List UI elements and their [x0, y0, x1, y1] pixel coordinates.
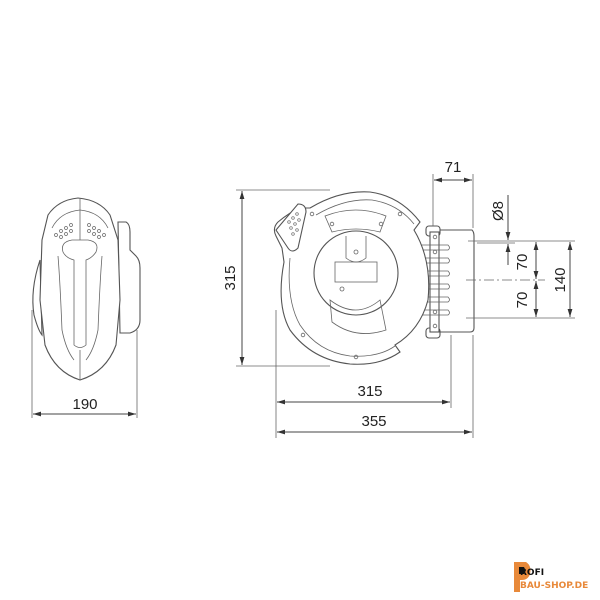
dim-hole-diameter: Ø8	[490, 201, 507, 221]
width-dimensions: 315 355	[275, 310, 474, 438]
bracket-depth-dimension: 71	[432, 159, 474, 228]
logo-line1: ROFI	[520, 568, 544, 578]
dim-315-height: 315	[222, 265, 239, 290]
front-view	[273, 191, 475, 365]
dim-70-upper: 70	[514, 254, 531, 271]
side-view	[32, 197, 141, 381]
side-width-dimension: 190	[31, 310, 138, 418]
dim-190: 190	[72, 396, 97, 413]
dim-140: 140	[552, 267, 569, 292]
dim-315-width: 315	[357, 383, 382, 400]
profi-bau-shop-logo: ROFI BAU-SHOP.DE	[514, 562, 588, 592]
dim-71: 71	[445, 159, 462, 176]
logo-line2: BAU-SHOP.DE	[520, 581, 588, 591]
logo-p-mark	[514, 562, 531, 592]
dim-70-lower: 70	[514, 292, 531, 309]
dim-355: 355	[361, 413, 386, 430]
hole-dimensions: Ø8 70 70 140	[466, 195, 575, 319]
height-dimension: 315	[222, 189, 330, 367]
